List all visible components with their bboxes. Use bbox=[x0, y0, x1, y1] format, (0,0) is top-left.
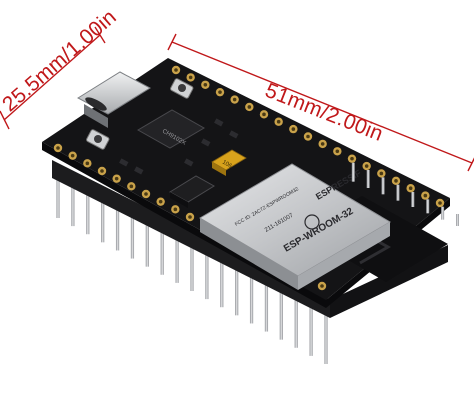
header-pin bbox=[160, 226, 164, 275]
header-pin bbox=[220, 257, 224, 308]
voltage-regulator bbox=[169, 175, 215, 208]
gpio-pads-top-row bbox=[171, 65, 445, 208]
header-pin bbox=[381, 177, 385, 195]
header-pin bbox=[86, 187, 90, 235]
header-pin bbox=[279, 288, 283, 340]
header-pin bbox=[205, 249, 209, 300]
header-pin bbox=[426, 199, 430, 214]
reset-button bbox=[170, 78, 194, 99]
header-pin bbox=[441, 206, 445, 220]
ce-logo-icon bbox=[304, 214, 320, 230]
header-pin bbox=[396, 184, 400, 201]
usb-uart-chip: CH9102X bbox=[136, 109, 206, 149]
header-pin bbox=[294, 296, 298, 348]
header-pin bbox=[324, 312, 328, 364]
boot-button bbox=[86, 129, 110, 150]
header-pin bbox=[235, 265, 239, 316]
header-pin bbox=[115, 203, 120, 251]
header-pin bbox=[366, 170, 370, 188]
front-pin-header bbox=[52, 160, 330, 318]
header-pin bbox=[190, 242, 194, 291]
tantalum-capacitor: 106 bbox=[211, 149, 247, 176]
length-dimension-line bbox=[167, 33, 474, 172]
width-dimension-line bbox=[0, 26, 106, 130]
header-pin bbox=[130, 210, 135, 259]
header-pin bbox=[411, 192, 415, 207]
header-pin bbox=[71, 179, 75, 227]
smd-components bbox=[119, 118, 239, 175]
header-pins-front bbox=[56, 172, 328, 364]
usb-c-connector bbox=[76, 71, 152, 128]
header-pin bbox=[456, 214, 459, 226]
header-pin bbox=[309, 304, 313, 356]
header-pin bbox=[56, 172, 60, 218]
header-pins-rear bbox=[351, 162, 459, 226]
header-pin bbox=[264, 280, 269, 332]
header-pin bbox=[145, 218, 149, 267]
header-pin bbox=[249, 273, 254, 324]
header-pin bbox=[175, 234, 179, 283]
header-pin bbox=[101, 195, 105, 243]
header-pin bbox=[351, 162, 355, 182]
capacitor-marking: 106 bbox=[221, 160, 233, 171]
